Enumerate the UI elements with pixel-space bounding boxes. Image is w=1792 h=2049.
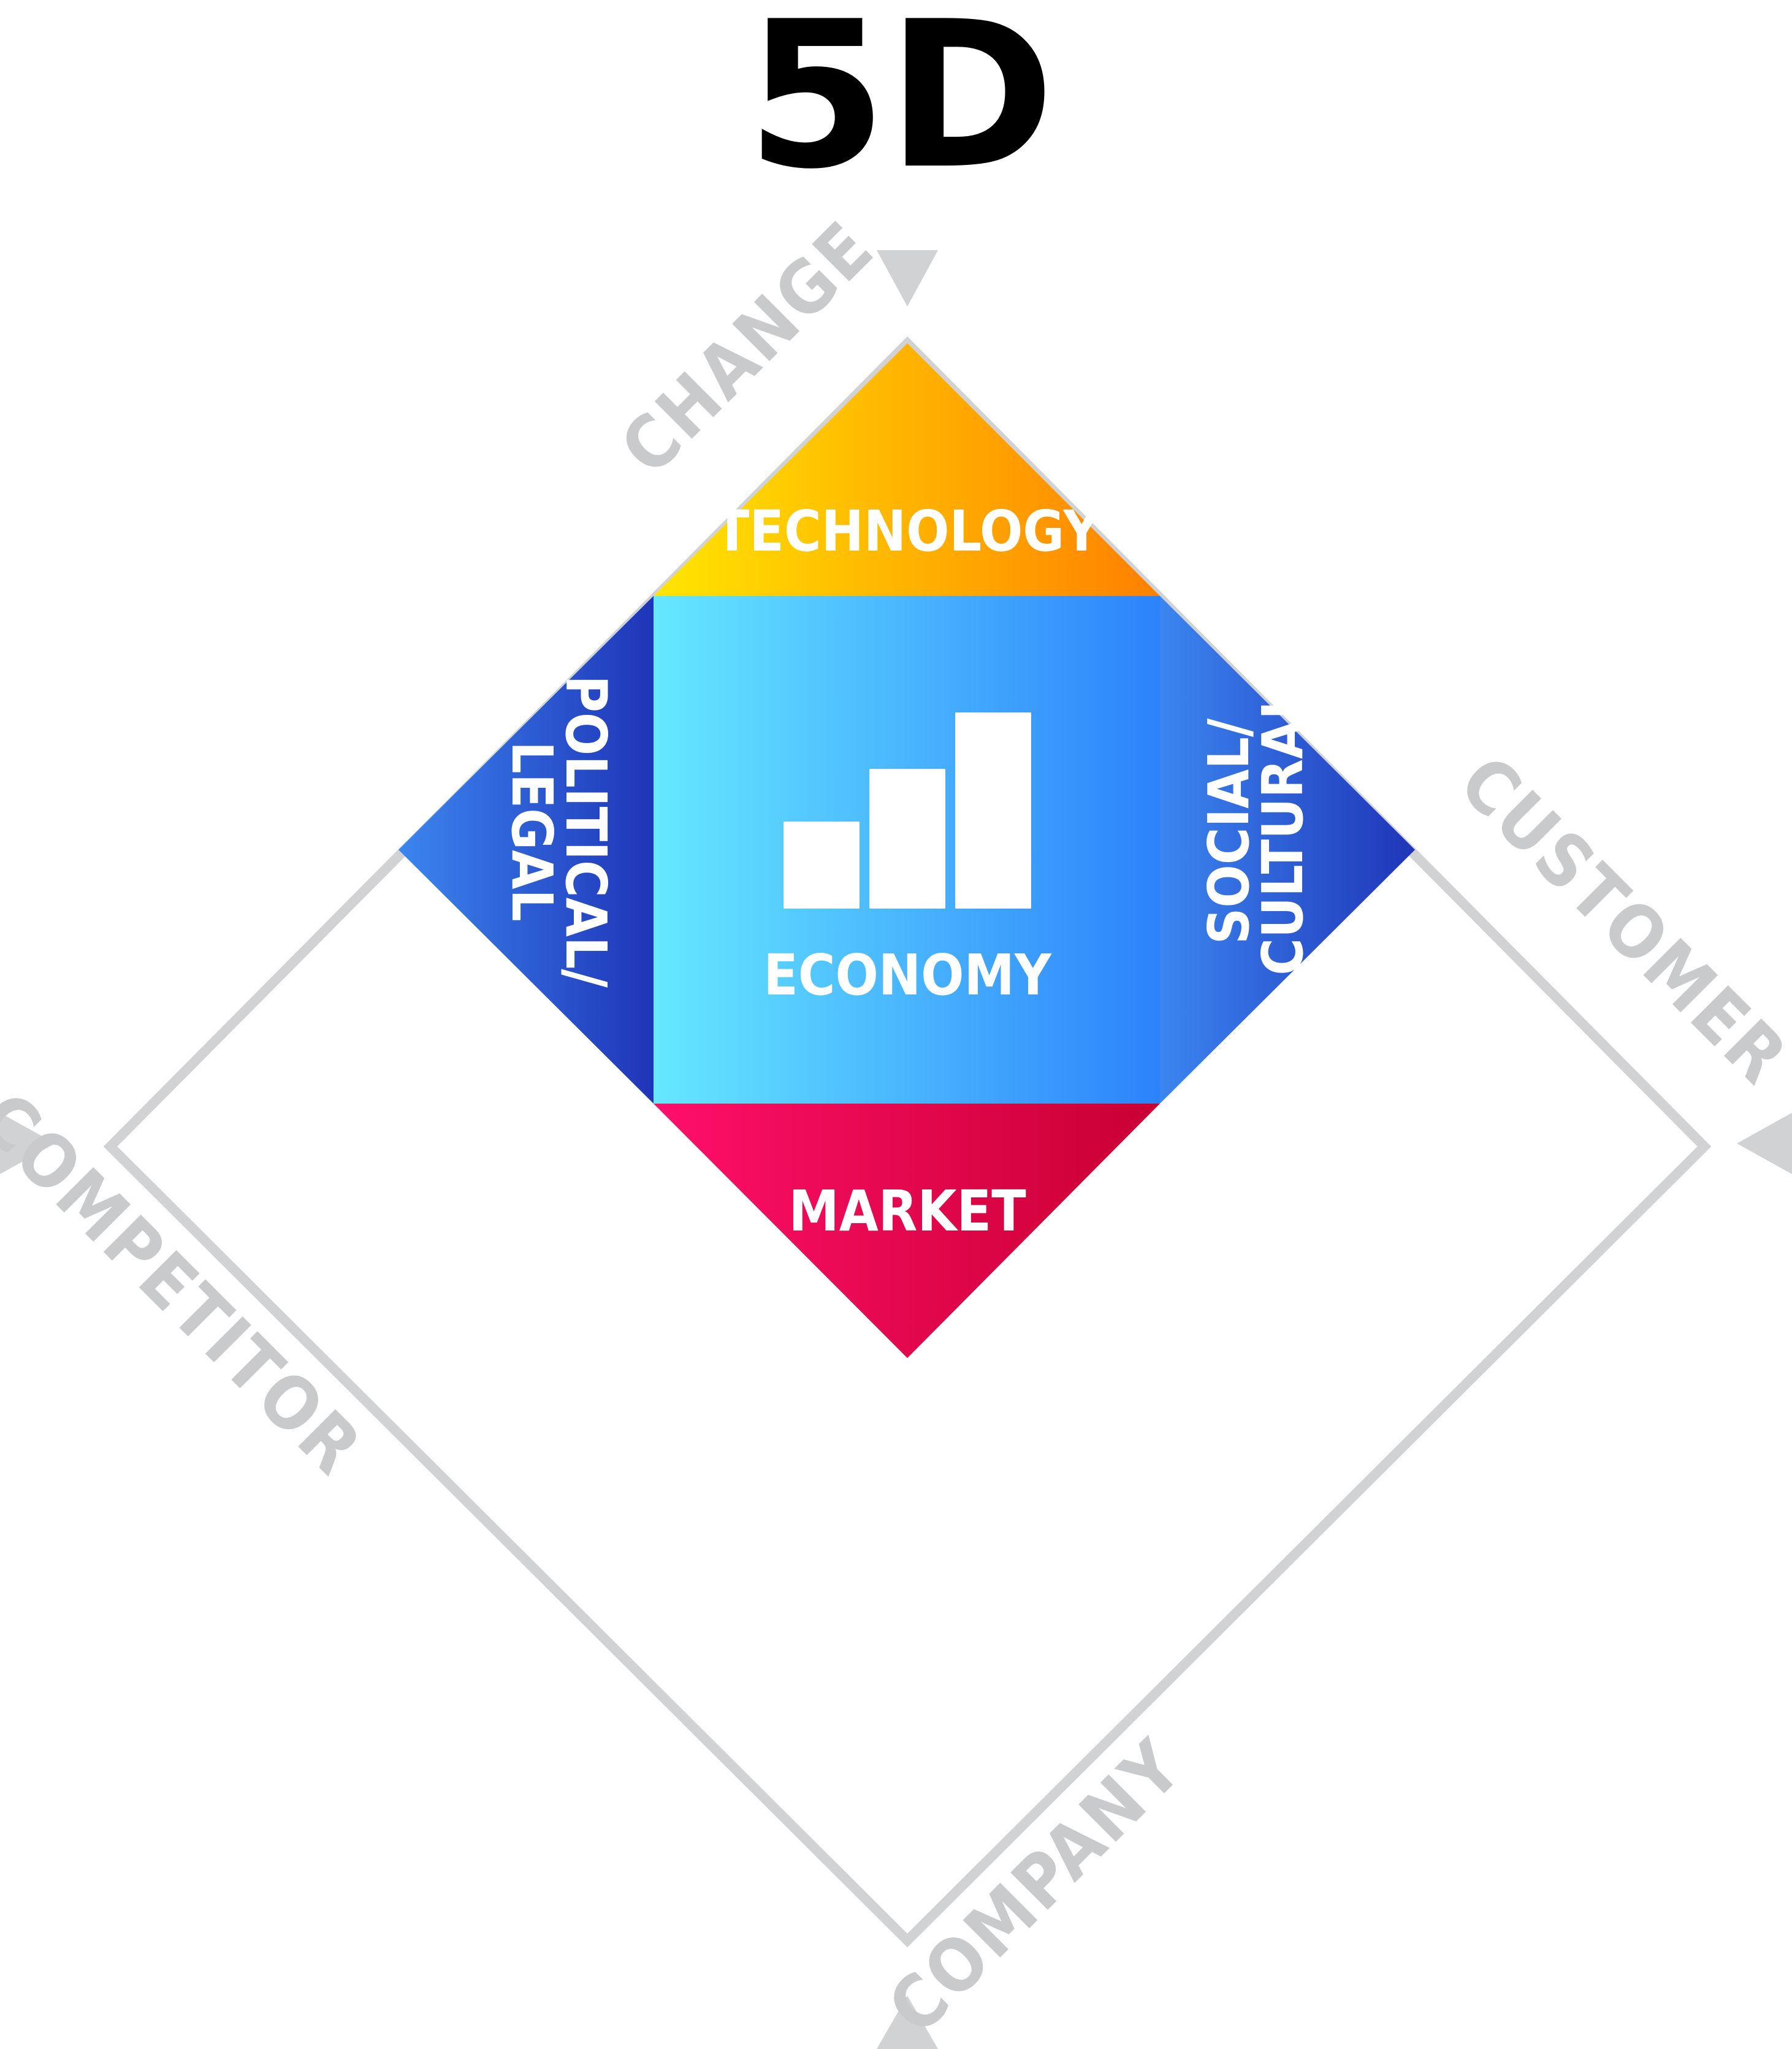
label-economy: ECONOMY <box>763 942 1052 1008</box>
arrow-top-icon <box>877 250 938 307</box>
diagram-title: 5D <box>746 0 1055 213</box>
label-cultural: CULTURAL <box>1250 687 1316 975</box>
label-company: COMPANY <box>872 1723 1199 2049</box>
arrow-right-icon <box>1737 1113 1792 1174</box>
segment-political-legal <box>398 596 654 1104</box>
outer-diamond-outline <box>103 336 1712 1948</box>
label-legal: LEGAL <box>499 741 565 921</box>
segment-social-cultural <box>1160 596 1415 1104</box>
bar-chart-icon <box>784 712 1031 909</box>
inner-diamond: TECHNOLOGY ECONOMY MARKET POLITICAL/ LEG… <box>398 343 1415 1358</box>
label-market: MARKET <box>788 1178 1026 1244</box>
segment-technology <box>654 343 1160 596</box>
label-customer: CUSTOMER <box>1443 739 1792 1101</box>
arrow-left-icon <box>0 1113 55 1174</box>
label-social: SOCIAL/ <box>1196 718 1262 944</box>
label-competitor: COMPETITOR <box>0 1076 379 1492</box>
arrow-bottom-icon <box>877 1996 938 2049</box>
label-technology: TECHNOLOGY <box>715 498 1100 564</box>
label-political: POLITICAL/ <box>553 675 619 988</box>
segment-market <box>654 1104 1160 1358</box>
